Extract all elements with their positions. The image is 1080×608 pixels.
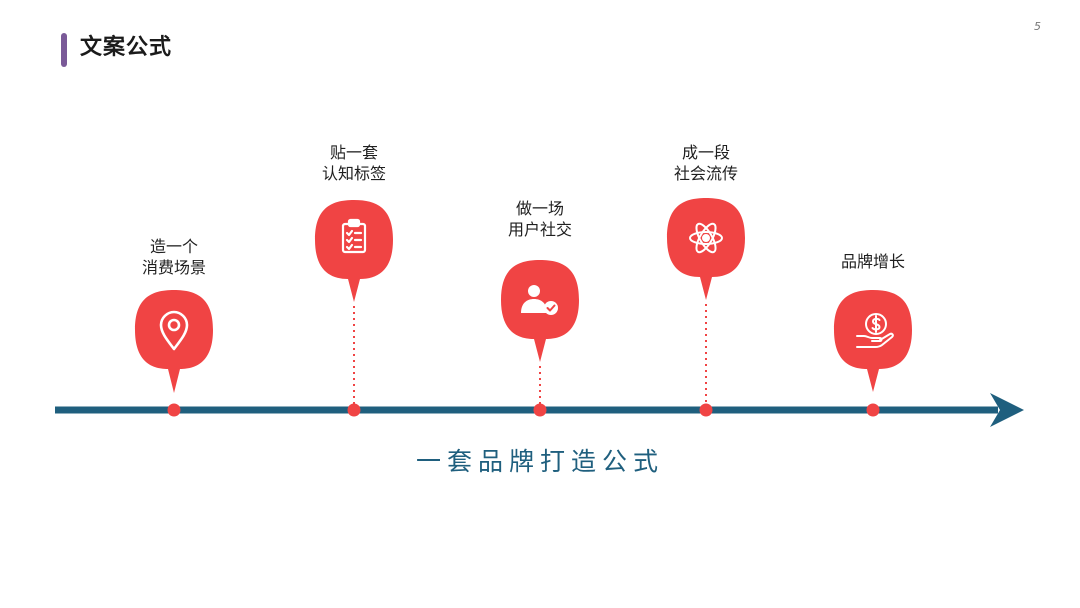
hand-dollar-coin-icon (856, 313, 894, 348)
step-3-label: 做一场 用户社交 (470, 198, 610, 240)
atom-icon (689, 222, 723, 254)
step-5-label: 品牌增长 (803, 251, 943, 272)
step-1-label-line1: 造一个 (149, 237, 198, 256)
timeline-step-1 (135, 290, 213, 417)
step-4-axis-dot (699, 403, 713, 417)
step-2-label-line2: 认知标签 (321, 164, 386, 183)
timeline-step-5 (834, 290, 912, 417)
step-4-label-line2: 社会流传 (673, 164, 738, 183)
title-accent-bar (61, 33, 67, 67)
step-3-label-line1: 做一场 (515, 199, 564, 218)
step-4-label-line1: 成一段 (681, 143, 730, 162)
timeline-step-2 (315, 200, 393, 417)
step-5-axis-dot (866, 403, 880, 417)
step-3-axis-dot (533, 403, 547, 417)
step-2-axis-dot (347, 403, 361, 417)
step-5-label-line1: 品牌增长 (840, 252, 905, 271)
step-1-marker (135, 290, 213, 393)
step-4-label: 成一段 社会流传 (636, 142, 776, 184)
step-1-axis-dot (167, 403, 181, 417)
clipboard-checklist-icon (341, 218, 367, 254)
timeline-step-4 (667, 198, 745, 417)
timeline-step-3 (501, 260, 579, 417)
location-pin-icon (159, 310, 189, 351)
step-1-label-line2: 消费场景 (141, 258, 206, 277)
step-3-label-line2: 用户社交 (507, 220, 572, 239)
axis-caption: 一套品牌打造公式 (415, 447, 664, 476)
page-title: 文案公式 (80, 35, 173, 60)
step-1-label: 造一个 消费场景 (104, 236, 244, 278)
user-check-icon (521, 285, 558, 315)
timeline-arrowhead (990, 393, 1024, 427)
step-2-label: 贴一套 认知标签 (284, 142, 424, 184)
step-2-label-line1: 贴一套 (329, 143, 378, 162)
page-number: 5 (1034, 20, 1041, 33)
